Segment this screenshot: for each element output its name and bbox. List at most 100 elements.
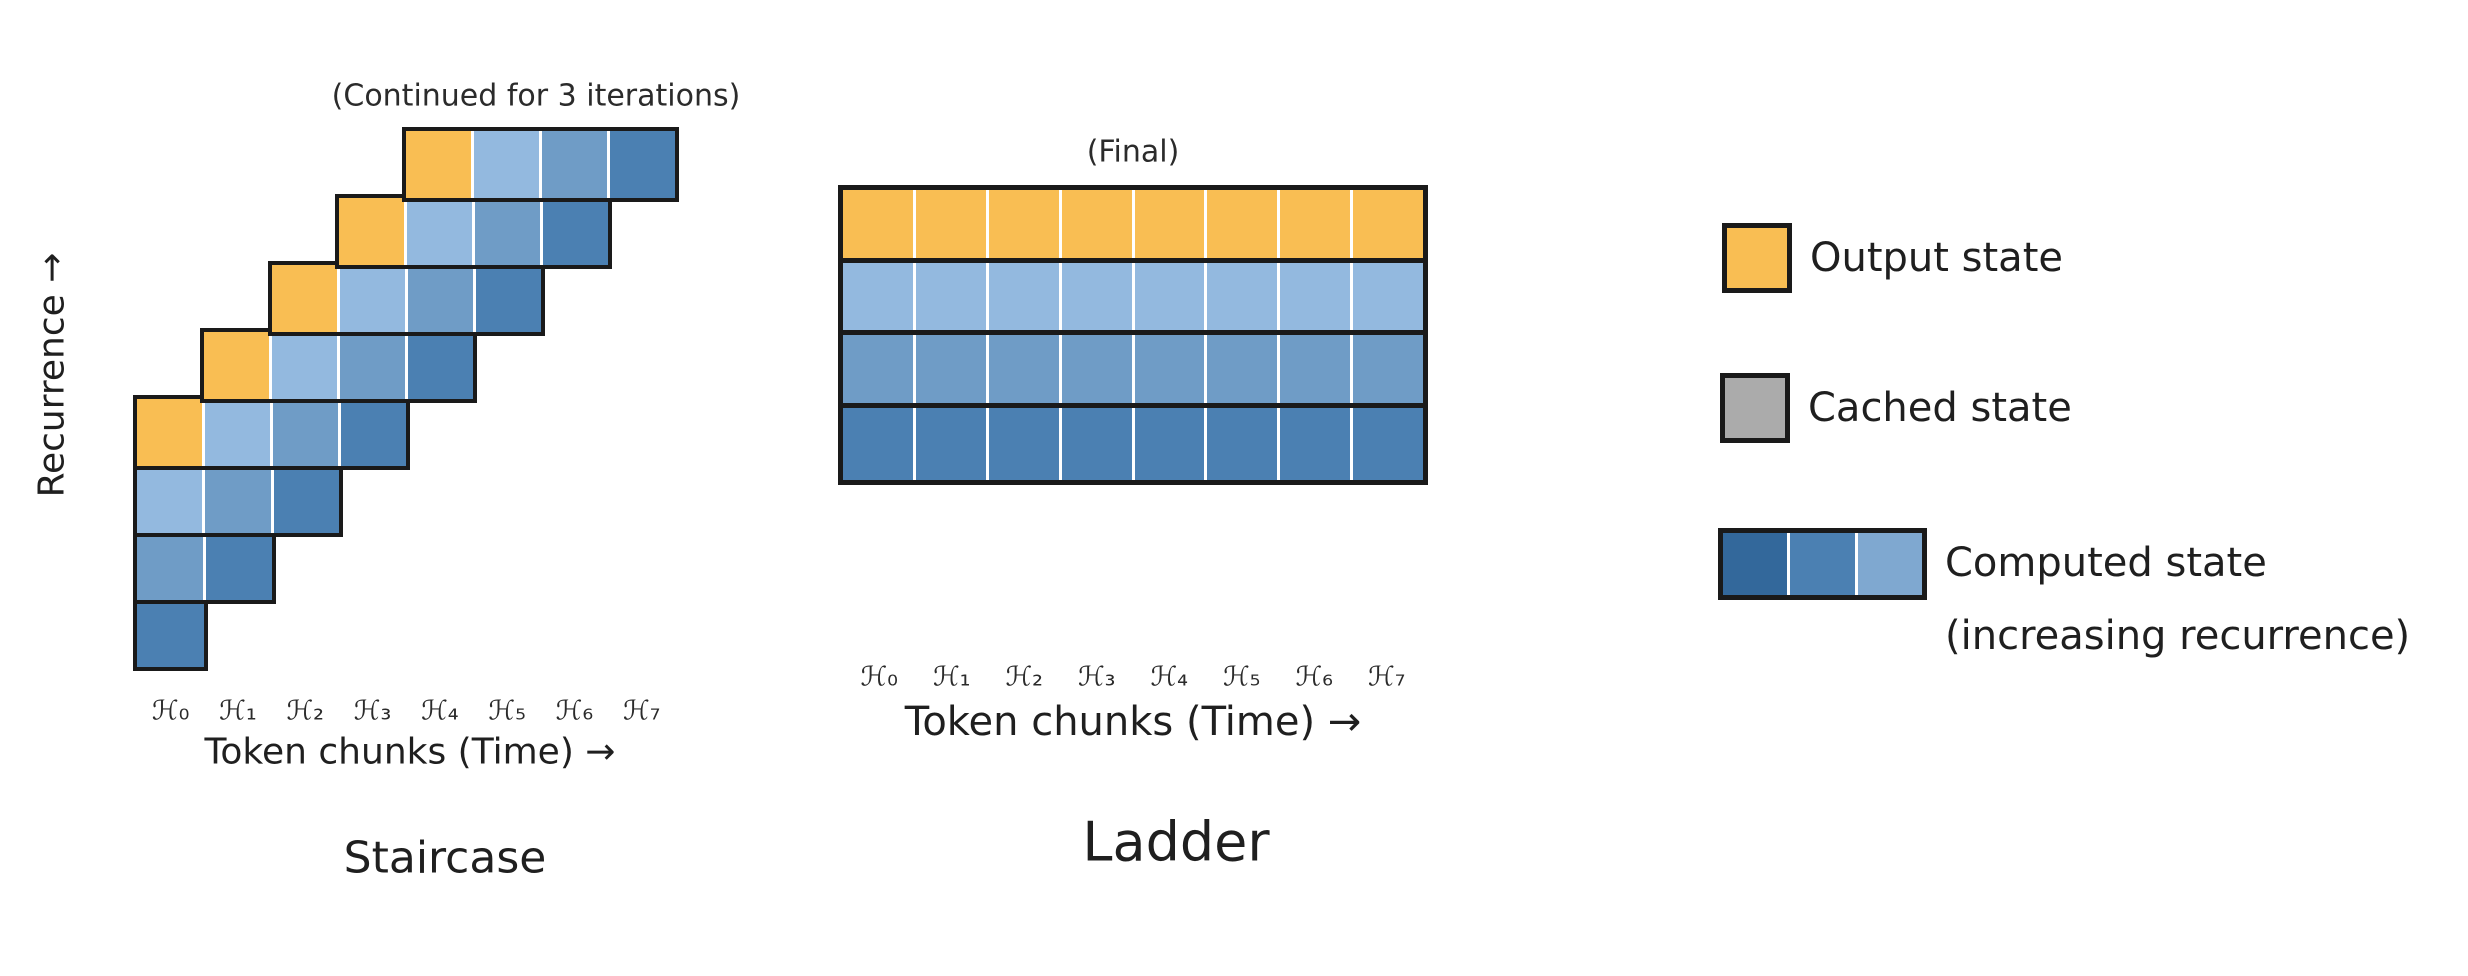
ladder-cell-medium_blue: [843, 335, 913, 408]
ladder-cell-light_blue: [912, 262, 986, 335]
staircase-cell-medium_blue: [539, 131, 608, 198]
ladder-cell-orange: [1131, 190, 1205, 263]
ladder-title: Ladder: [1082, 810, 1270, 874]
staircase-chunk-label-7: ℋ₇: [622, 695, 661, 727]
ladder-cell-medium_blue: [912, 335, 986, 408]
staircase-cell-orange: [406, 131, 472, 198]
staircase-cell-orange: [338, 198, 404, 265]
ladder-cell-orange: [843, 190, 913, 263]
ladder-cell-medium_blue: [1350, 335, 1423, 408]
staircase-cell-medium_blue: [270, 399, 339, 466]
staircase-cell-dark_blue: [472, 265, 541, 332]
staircase-row: [334, 194, 613, 269]
ladder-cell-dark_blue: [1204, 407, 1278, 480]
staircase-y-axis-label: Recurrence →: [31, 252, 73, 498]
ladder-cell-orange: [912, 190, 986, 263]
legend-swatch-cell-legend_blue_mid: [1787, 533, 1855, 595]
staircase-cell-light_blue: [202, 399, 271, 466]
legend-cached-state-label: Cached state: [1808, 385, 2072, 431]
ladder-cell-medium_blue: [1058, 335, 1132, 408]
ladder-x-axis-label: Token chunks (Time) →: [904, 699, 1362, 745]
ladder-cell-light_blue: [1204, 262, 1278, 335]
ladder-chunk-label-6: ℋ₆: [1295, 661, 1334, 693]
staircase-cell-medium_blue: [337, 332, 406, 399]
ladder-chunk-label-7: ℋ₇: [1367, 661, 1406, 693]
staircase-x-axis-label: Token chunks (Time) →: [204, 731, 616, 773]
staircase-cell-light_blue: [137, 466, 203, 533]
ladder-cell-dark_blue: [985, 407, 1059, 480]
legend-swatch-cell-orange: [1727, 228, 1787, 288]
staircase-row: [133, 596, 209, 671]
legend-cached-state-swatch: [1720, 373, 1790, 443]
ladder-cell-medium_blue: [1204, 335, 1278, 408]
staircase-cell-dark_blue: [607, 131, 676, 198]
ladder-cell-orange: [1350, 190, 1423, 263]
ladder-chunk-label-1: ℋ₁: [932, 661, 971, 693]
ladder-cell-dark_blue: [912, 407, 986, 480]
ladder-chunk-label-2: ℋ₂: [1005, 661, 1044, 693]
ladder-chunk-label-5: ℋ₅: [1222, 661, 1261, 693]
staircase-chunk-label-4: ℋ₄: [421, 695, 459, 727]
ladder-cell-light_blue: [1350, 262, 1423, 335]
legend-swatch-cell-gray: [1725, 378, 1785, 438]
staircase-row: [133, 462, 343, 537]
staircase-cell-medium_blue: [471, 198, 541, 265]
staircase-cell-medium_blue: [404, 265, 473, 332]
legend-swatch-cell-legend_blue_light: [1854, 533, 1922, 595]
staircase-chunk-label-6: ℋ₆: [555, 695, 594, 727]
ladder-cell-dark_blue: [1350, 407, 1423, 480]
ladder-row: [838, 330, 1428, 413]
legend-computed-state-label: Computed state: [1945, 540, 2267, 586]
legend-swatch-cell-legend_blue_dark: [1723, 533, 1788, 595]
ladder-cell-dark_blue: [843, 407, 913, 480]
ladder-chunk-label-4: ℋ₄: [1150, 661, 1189, 693]
ladder-cell-orange: [1058, 190, 1132, 263]
staircase-cell-dark_blue: [338, 399, 407, 466]
ladder-cell-medium_blue: [985, 335, 1059, 408]
ladder-cell-light_blue: [1058, 262, 1132, 335]
ladder-chunk-label-3: ℋ₃: [1077, 661, 1116, 693]
staircase-chunk-label-0: ℋ₀: [151, 695, 190, 727]
staircase-chunk-label-3: ℋ₃: [353, 695, 392, 727]
staircase-cell-light_blue: [403, 198, 472, 265]
staircase-row: [133, 529, 276, 604]
ladder-cell-light_blue: [1131, 262, 1205, 335]
staircase-cell-light_blue: [471, 131, 540, 198]
legend-output-state-swatch: [1722, 223, 1792, 293]
staircase-cell-orange: [204, 332, 270, 399]
ladder-cell-orange: [1204, 190, 1278, 263]
ladder-cell-orange: [1277, 190, 1351, 263]
legend-output-state-label: Output state: [1810, 235, 2063, 281]
staircase-row: [402, 127, 680, 202]
ladder-cell-medium_blue: [1277, 335, 1351, 408]
staircase-chunk-label-2: ℋ₂: [286, 695, 325, 727]
ladder-cell-dark_blue: [1277, 407, 1351, 480]
staircase-cell-orange: [137, 399, 203, 466]
staircase-cell-medium_blue: [202, 466, 271, 533]
staircase-cell-dark_blue: [405, 332, 474, 399]
staircase-cell-dark_blue: [202, 533, 272, 600]
staircase-cell-light_blue: [336, 265, 405, 332]
staircase-cell-dark_blue: [540, 198, 609, 265]
ladder-row: [838, 257, 1428, 340]
staircase-cell-orange: [271, 265, 337, 332]
staircase-row: [267, 261, 545, 336]
ladder-cell-light_blue: [843, 262, 913, 335]
ladder-cell-light_blue: [985, 262, 1059, 335]
staircase-cell-light_blue: [269, 332, 338, 399]
ladder-cell-orange: [985, 190, 1059, 263]
staircase-row: [200, 328, 478, 403]
staircase-cell-medium_blue: [137, 533, 203, 600]
staircase-annotation: (Continued for 3 iterations): [331, 78, 741, 114]
ladder-annotation: (Final): [1086, 134, 1180, 170]
ladder-row: [838, 185, 1428, 268]
ladder-cell-light_blue: [1277, 262, 1351, 335]
legend-computed-state-sublabel: (increasing recurrence): [1945, 613, 2411, 659]
ladder-row: [838, 402, 1428, 485]
ladder-cell-dark_blue: [1131, 407, 1205, 480]
ladder-cell-dark_blue: [1058, 407, 1132, 480]
staircase-title: Staircase: [343, 832, 547, 884]
legend-computed-state-swatch: [1718, 528, 1927, 600]
ladder-cell-medium_blue: [1131, 335, 1205, 408]
